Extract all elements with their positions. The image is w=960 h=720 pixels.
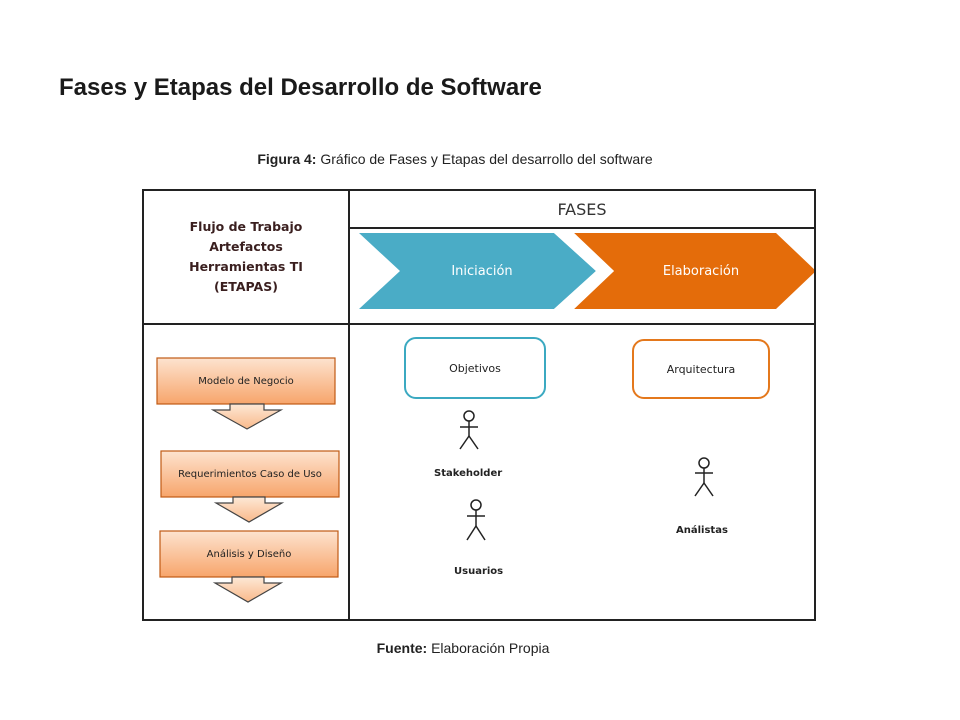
step-arrow-3 bbox=[212, 576, 284, 603]
figure-caption: Figura 4: Gráfico de Fases y Etapas del … bbox=[0, 151, 910, 167]
step-label-requerimientos: Requerimientos Caso de Uso bbox=[178, 468, 322, 480]
divider-horizontal bbox=[144, 323, 814, 325]
fases-header: FASES bbox=[557, 199, 607, 219]
diagram-graphics bbox=[156, 233, 814, 603]
corner-line-workflow: Flujo de Trabajo bbox=[189, 219, 303, 234]
step-arrow-2 bbox=[213, 496, 285, 523]
objetivos-box: Objetivos bbox=[404, 337, 546, 399]
step-arrow-1 bbox=[210, 403, 284, 430]
corner-line-artifacts: Artefactos bbox=[209, 239, 283, 254]
analistas-label: Análistas bbox=[676, 525, 728, 536]
stakeholder-actor-icon bbox=[459, 410, 479, 450]
analistas-actor-icon bbox=[694, 457, 714, 497]
phase-chevron-elaboracion bbox=[574, 233, 814, 309]
step-box-2 bbox=[160, 450, 340, 498]
source-caption-text: Elaboración Propia bbox=[427, 640, 550, 656]
phase-label-elaboracion: Elaboración bbox=[662, 263, 740, 279]
arquitectura-box: Arquitectura bbox=[632, 339, 770, 399]
step-box-1 bbox=[156, 357, 336, 405]
phase-chevron-iniciacion bbox=[359, 233, 596, 309]
usuarios-label: Usuarios bbox=[454, 566, 504, 577]
stakeholder-label: Stakeholder bbox=[434, 468, 503, 479]
usuarios-actor-icon bbox=[466, 499, 486, 541]
source-caption: Fuente: Elaboración Propia bbox=[8, 640, 918, 656]
phases-diagram: Flujo de Trabajo Artefactos Herramientas… bbox=[142, 189, 816, 621]
divider-fases bbox=[350, 227, 814, 229]
phase-label-iniciacion: Iniciación bbox=[451, 263, 513, 279]
step-label-modelo-negocio: Modelo de Negocio bbox=[198, 375, 294, 387]
corner-line-stages: (ETAPAS) bbox=[214, 279, 278, 294]
page-title: Fases y Etapas del Desarrollo de Softwar… bbox=[59, 74, 542, 101]
corner-label: Flujo de Trabajo Artefactos Herramientas… bbox=[144, 191, 348, 323]
divider-vertical bbox=[348, 191, 350, 619]
corner-line-tools: Herramientas TI bbox=[189, 259, 303, 274]
source-caption-label: Fuente: bbox=[376, 640, 428, 656]
phase-chevron-gap bbox=[554, 233, 614, 309]
figure-caption-label: Figura 4: bbox=[257, 151, 317, 167]
figure-caption-text: Gráfico de Fases y Etapas del desarrollo… bbox=[316, 151, 653, 167]
step-label-analisis-diseno: Análisis y Diseño bbox=[206, 548, 292, 560]
